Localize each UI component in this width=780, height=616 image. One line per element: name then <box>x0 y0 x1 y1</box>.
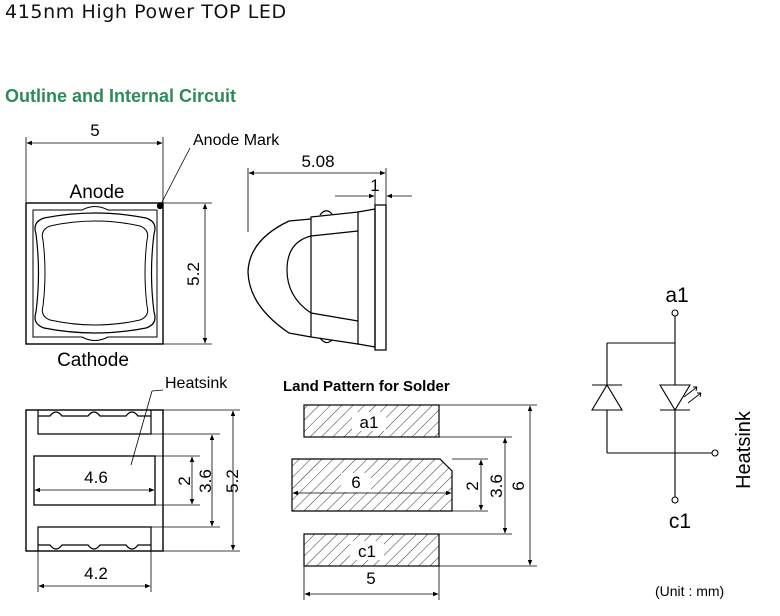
heatsink-terminal <box>711 449 719 457</box>
heatsink-width-value: 4.6 <box>84 468 108 487</box>
top-height-value: 5.2 <box>184 262 203 286</box>
protection-diode-symbol <box>591 383 623 411</box>
bottom-heatsink-height-value: 2 <box>175 476 194 485</box>
unit-note: (Unit : mm) <box>655 583 724 599</box>
land-pad-center-label: 6 <box>351 473 360 492</box>
top-view <box>25 137 212 345</box>
bottom-total-height-value: 5.2 <box>223 469 242 493</box>
side-length-value: 5.08 <box>301 152 334 171</box>
anode-terminal <box>671 309 679 317</box>
land-pad-a1 <box>303 404 440 438</box>
heatsink-label: Heatsink <box>165 375 228 392</box>
land-width-value: 5 <box>366 569 375 588</box>
circuit-anode-label: a1 <box>665 284 688 307</box>
document-title: 415nm High Power TOP LED <box>5 1 287 23</box>
circuit-heatsink-label: Heatsink <box>733 410 755 489</box>
anode-mark-label: Anode Mark <box>193 132 280 149</box>
side-view <box>247 168 412 351</box>
side-lens-value: 1 <box>370 176 379 195</box>
circuit-cathode-label: c1 <box>669 510 691 533</box>
land-total-height-value: 6 <box>509 481 528 490</box>
internal-circuit <box>591 309 719 504</box>
section-title: Outline and Internal Circuit <box>5 86 237 106</box>
led-diode-symbol <box>659 384 691 412</box>
anode-label: Anode <box>70 182 125 203</box>
land-pad-c1-label: c1 <box>358 542 376 561</box>
cathode-label: Cathode <box>57 350 129 371</box>
bottom-inner-height-value: 3.6 <box>196 469 215 493</box>
top-view-body <box>25 202 164 345</box>
pad-width-value: 4.2 <box>84 564 108 583</box>
land-pad-center <box>291 458 453 512</box>
land-pad-a1-label: a1 <box>360 413 379 432</box>
land-inner-height-value: 3.6 <box>487 474 506 498</box>
land-pattern <box>291 404 537 600</box>
cathode-terminal <box>671 496 679 504</box>
land-pattern-title: Land Pattern for Solder <box>283 378 450 395</box>
bottom-view <box>25 389 240 592</box>
top-width-value: 5 <box>90 121 99 140</box>
bottom-heatsink-pad <box>33 455 156 506</box>
land-center-height-value: 2 <box>463 481 482 490</box>
bottom-view-body <box>25 409 164 552</box>
